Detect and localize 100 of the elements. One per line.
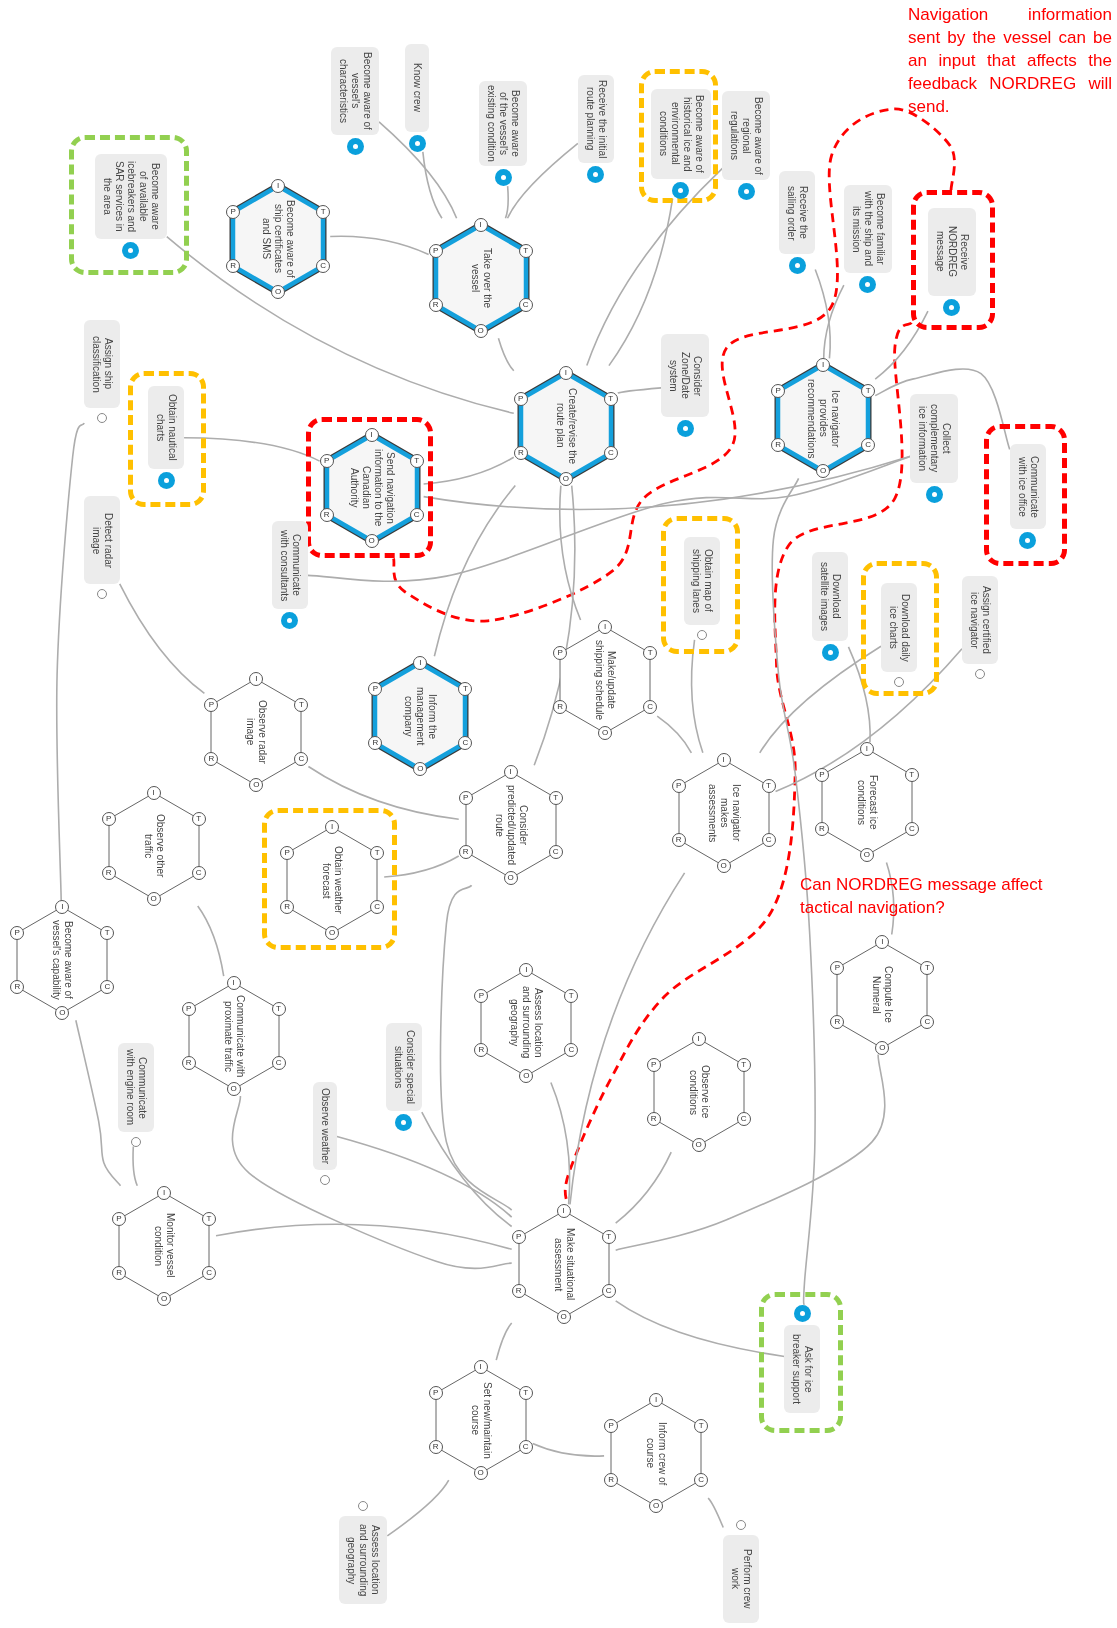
aspect-label: O	[55, 1006, 70, 1021]
connector-line	[774, 647, 963, 793]
connector-line	[433, 484, 517, 658]
aspect-label: R	[830, 1014, 845, 1029]
function-label: Receive NORDREG message	[927, 207, 976, 296]
function-label: Become aware of available icebreakers and SAR services in the area	[94, 153, 167, 239]
aspect-label: P	[428, 244, 443, 259]
function-name: Observe radar image	[244, 698, 269, 766]
connector-line	[307, 765, 460, 820]
aspect-label: I	[859, 742, 874, 757]
connector-line	[55, 422, 85, 902]
aspect-label: T	[861, 384, 876, 399]
connector-line	[885, 861, 895, 936]
aspect-label: T	[920, 960, 935, 975]
aspect-label: I	[413, 656, 428, 671]
function-label: Become familiar with the ship and its mission	[843, 184, 892, 273]
function-label: Consider special situations	[385, 1022, 422, 1111]
connector-line	[215, 1223, 513, 1251]
connector-line	[132, 1145, 139, 1187]
function-label: Communicate with consultants	[271, 521, 308, 610]
function-name: Create/revise the route plan	[553, 386, 578, 466]
highlight-frame	[261, 807, 397, 950]
connector-line	[614, 1300, 786, 1358]
aspect-label: I	[325, 820, 340, 835]
aspect-label: I	[146, 786, 161, 801]
highlight-frame	[68, 134, 189, 276]
aspect-label: P	[112, 1211, 126, 1226]
aspect-label: O	[816, 464, 831, 479]
aspect-label: R	[604, 1473, 619, 1488]
connector-line	[196, 905, 225, 977]
aspect-label: I	[649, 1393, 664, 1408]
function-label: Collect complementary ice information	[910, 394, 959, 483]
function-label: Become aware of the vessel's existing condition	[479, 80, 528, 167]
function-name: Make situational assessment	[551, 1227, 576, 1303]
aspect-label: O	[556, 1310, 571, 1325]
aspect-label: P	[181, 1002, 196, 1016]
connector-line	[550, 1081, 571, 1206]
connector-line	[533, 484, 576, 767]
aspect-label: I	[157, 1185, 171, 1200]
annotation-note: Can NORDREG message affect tactical navigation?	[800, 874, 1044, 919]
aspect-label: P	[646, 1058, 661, 1073]
aspect-label: I	[503, 765, 518, 780]
aspect-label: R	[101, 866, 116, 881]
connector-line	[656, 715, 693, 754]
function-label: Consider Zone/Date system	[661, 334, 710, 418]
connector-line	[847, 646, 871, 744]
connector-line	[504, 185, 509, 219]
aspect-label: P	[830, 960, 845, 975]
aspect-label: O	[473, 1466, 488, 1481]
aspect-label: C	[100, 980, 115, 995]
dashed-connector	[392, 107, 956, 623]
aspect-label: I	[226, 976, 241, 990]
highlight-frame	[127, 370, 206, 507]
aspect-label: I	[875, 934, 890, 949]
aspect-label: I	[473, 1360, 488, 1375]
aspect-label: R	[458, 845, 473, 860]
aspect-label: P	[771, 384, 786, 399]
aspect-label: O	[146, 892, 161, 907]
aspect-label: R	[428, 298, 443, 313]
aspect-label: T	[100, 926, 115, 941]
function-name: Take over the vessel	[468, 247, 493, 311]
aspect-label: T	[643, 645, 658, 660]
aspect-label: T	[294, 697, 309, 712]
connector-line	[421, 1111, 513, 1228]
aspect-label: P	[226, 204, 241, 219]
aspect-label: O	[226, 1082, 241, 1096]
aspect-label: R	[474, 1042, 489, 1057]
connector-line	[558, 484, 582, 621]
aspect-label: T	[761, 778, 776, 793]
function-label: Communicate with ice office	[1009, 444, 1046, 530]
connector-line	[569, 872, 686, 1206]
function-name: Observe other traffic	[141, 813, 166, 880]
connector-line	[336, 1135, 513, 1218]
aspect-label: O	[691, 1138, 706, 1153]
function-name: Ice navigator provides recommendations	[805, 377, 842, 461]
connector-line	[707, 1497, 724, 1529]
function-name: Compute Ice Numeral	[870, 965, 895, 1025]
connector-line	[614, 1053, 886, 1251]
aspect-label: P	[204, 697, 219, 712]
function-label: Obtain map of shipping lanes	[683, 536, 720, 625]
aspect-label: R	[181, 1056, 196, 1070]
connector-line	[506, 142, 579, 219]
aspect-label: P	[513, 391, 528, 406]
aspect-label: R	[428, 1440, 443, 1455]
function-name: Inform the management company	[402, 686, 439, 748]
aspect-label: T	[316, 204, 331, 219]
aspect-label: P	[368, 682, 383, 697]
connector-line	[814, 268, 832, 360]
connector-line	[822, 284, 845, 360]
connector-line	[329, 235, 430, 256]
function-label: Perform crew work	[723, 1534, 760, 1623]
aspect-label: P	[280, 846, 295, 861]
function-label: Assess location and surrounding geography	[339, 1516, 388, 1605]
aspect-label: I	[598, 619, 613, 634]
connector-line	[183, 436, 321, 462]
highlight-frame	[639, 68, 719, 204]
aspect-label: T	[370, 846, 385, 861]
highlight-frame	[911, 189, 995, 331]
function-label: Download satellite images	[812, 552, 849, 641]
connector-line	[231, 1095, 513, 1270]
